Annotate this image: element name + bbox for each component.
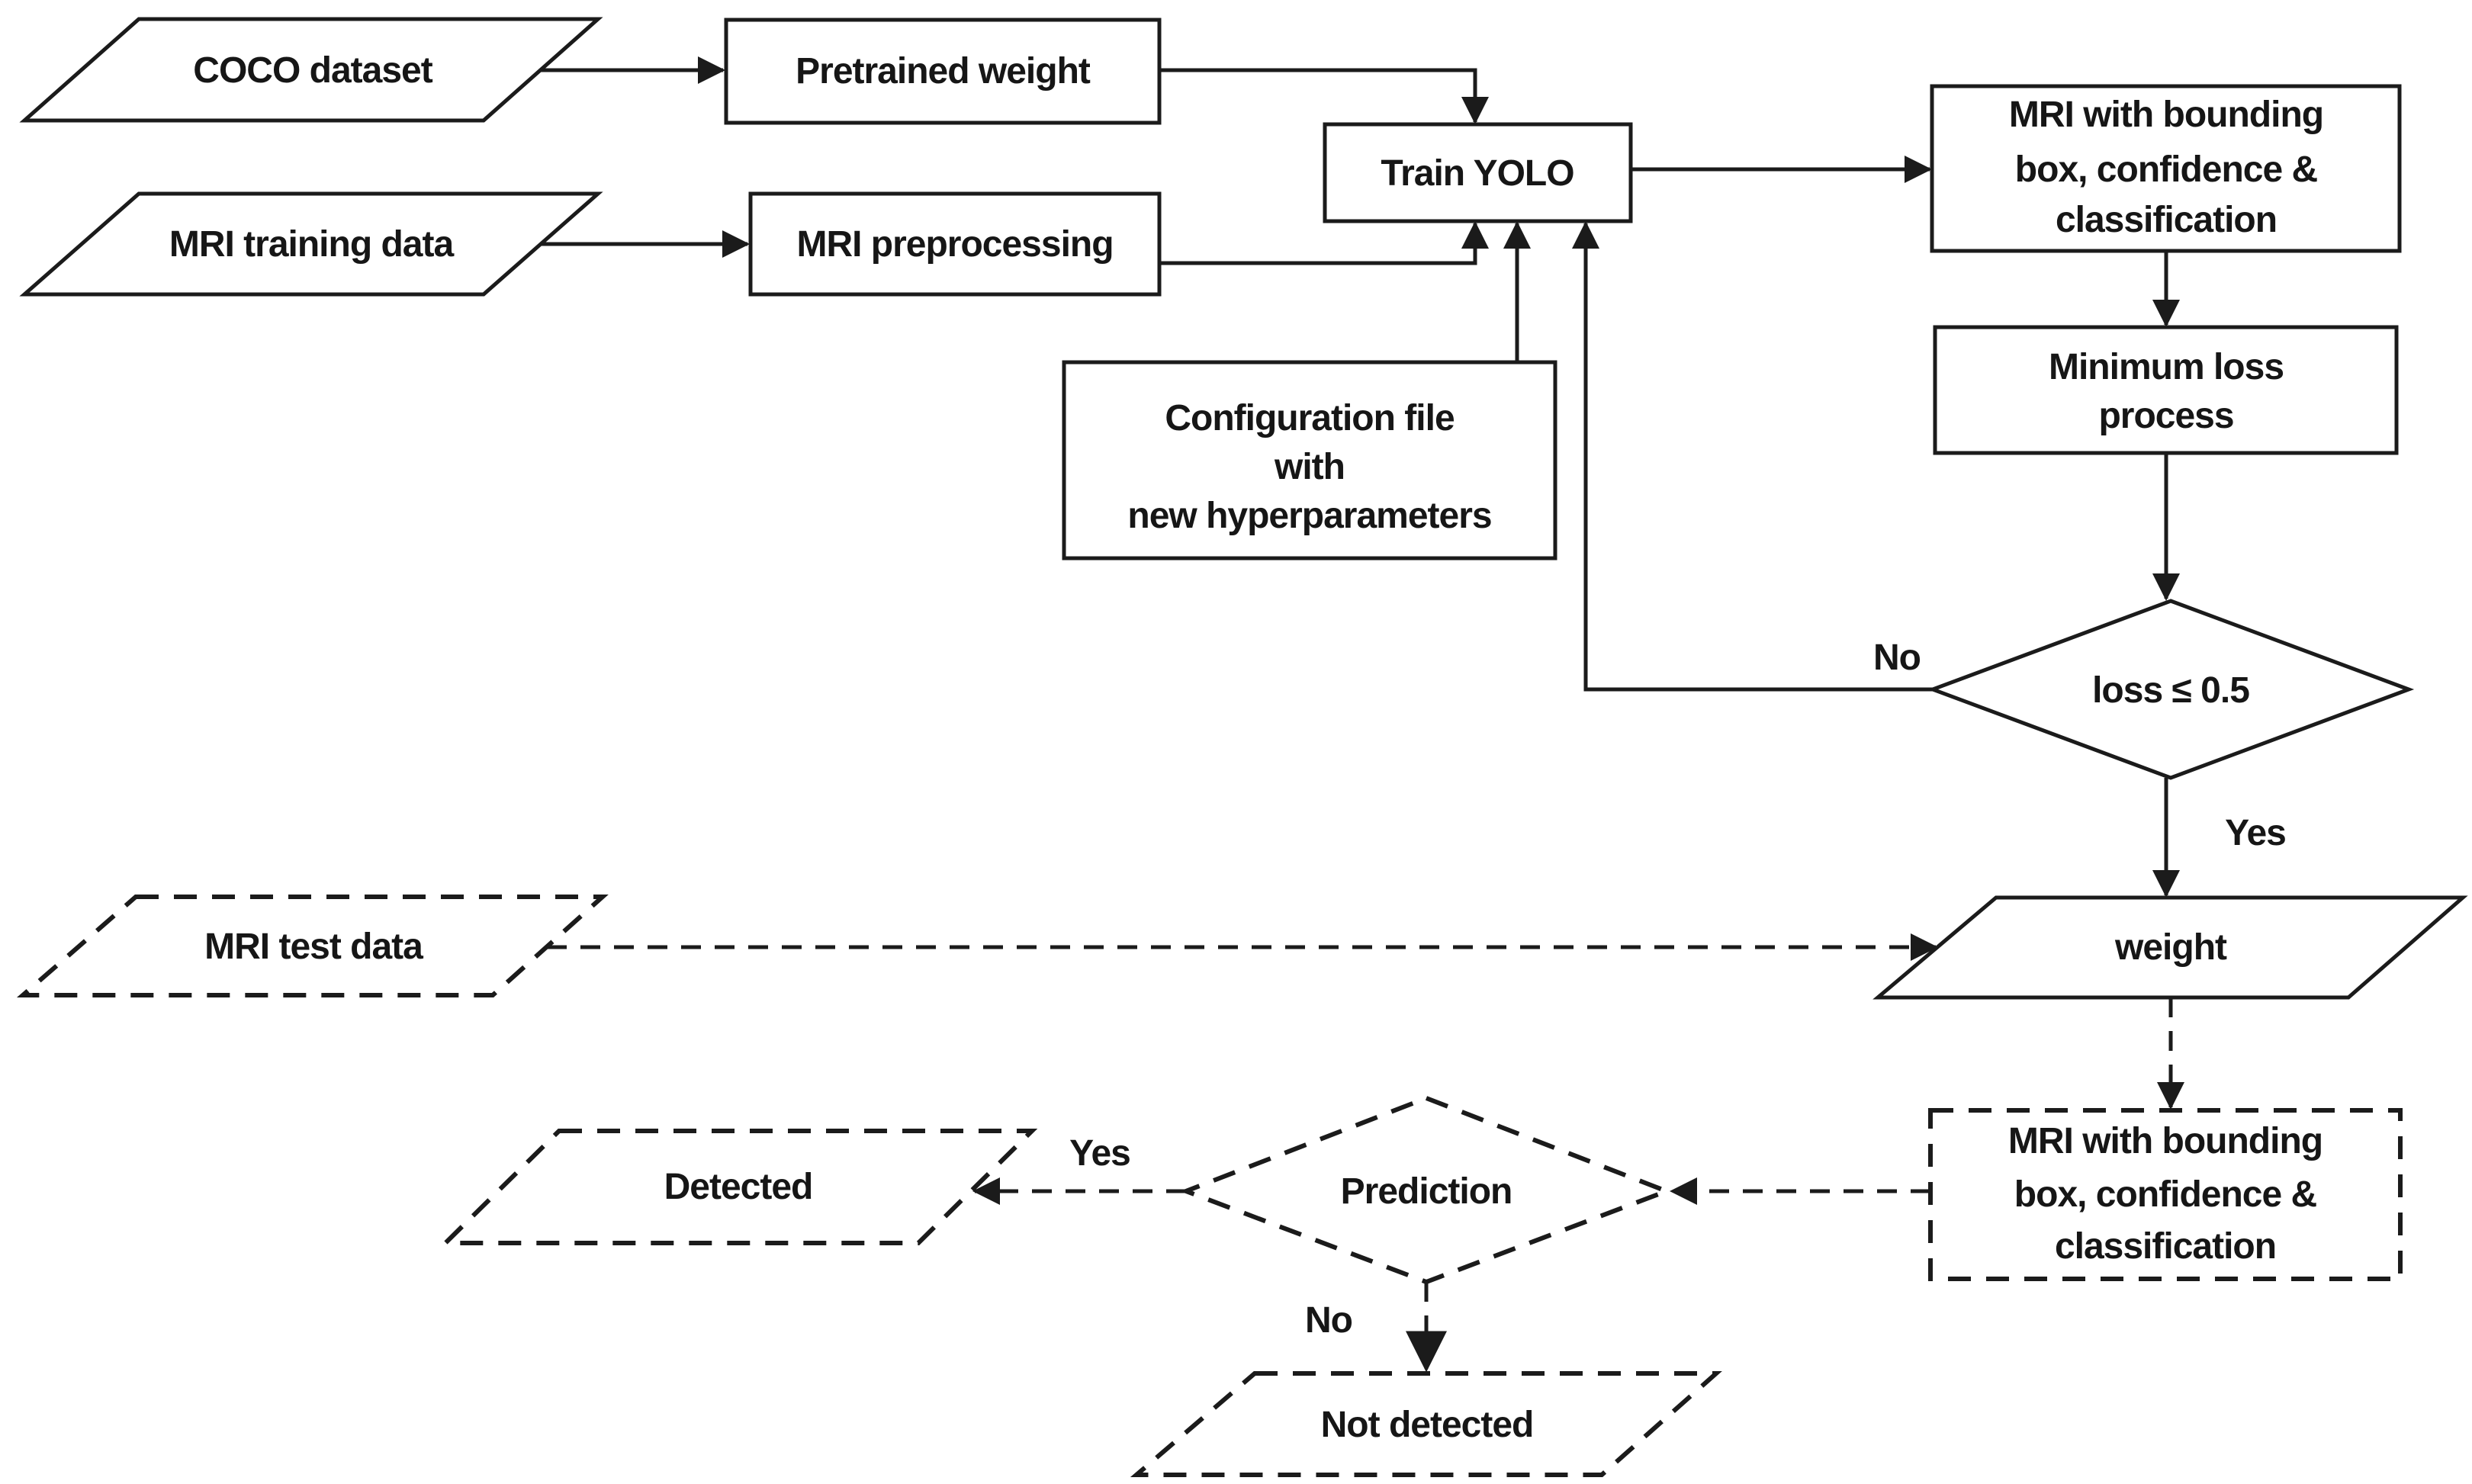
- edge-loss-no-loop-to-trainyolo: [1572, 221, 1933, 692]
- mri-training-data-label: MRI training data: [169, 224, 455, 265]
- mri-preprocessing-box: [748, 191, 1162, 297]
- pretrained-weight-label: Pretrained weight: [796, 51, 1091, 92]
- mri-test-data-label: MRI test data: [204, 927, 423, 967]
- edge-pretrained-to-trainyolo: [1159, 68, 1489, 124]
- loss-decision-label: loss ≤ 0.5: [2092, 670, 2249, 711]
- mri-output-training-box: [1930, 84, 2402, 253]
- detected-label: Detected: [664, 1167, 813, 1207]
- coco-dataset-parallelogram: [19, 17, 603, 123]
- mri-test-data-parallelogram: [16, 895, 609, 997]
- prediction-no-label: No: [1305, 1300, 1352, 1341]
- mri-output-testing-label-line3: classification: [2055, 1226, 2276, 1267]
- weight-label: weight: [2114, 927, 2227, 968]
- loss-decision-diamond: [1927, 599, 2415, 780]
- configuration-file-label-line1: Configuration file: [1165, 398, 1455, 438]
- not-detected-parallelogram: [1130, 1371, 1722, 1477]
- minimum-loss-box: [1933, 325, 2399, 455]
- minimum-loss-label-line2: process: [2098, 396, 2233, 436]
- loss-yes-label: Yes: [2225, 813, 2286, 853]
- mri-output-testing-label-line1: MRI with bounding: [2008, 1121, 2323, 1161]
- configuration-file-label-line2: with: [1274, 447, 1345, 487]
- mri-output-training-label-line1: MRI with bounding: [2009, 95, 2323, 135]
- weight-parallelogram: [1872, 895, 2468, 1000]
- prediction-yes-label: Yes: [1069, 1133, 1130, 1174]
- mri-output-testing-box: [1928, 1108, 2403, 1281]
- prediction-decision-diamond: [1179, 1095, 1673, 1285]
- train-yolo-label: Train YOLO: [1381, 153, 1574, 194]
- loss-no-label: No: [1873, 638, 1921, 678]
- train-yolo-box: [1323, 122, 1633, 223]
- mri-training-data-parallelogram: [19, 191, 603, 297]
- configuration-file-box: [1062, 360, 1557, 561]
- configuration-file-label-line3: new hyperparameters: [1127, 496, 1491, 536]
- mri-output-testing-label-line2: box, confidence &: [2014, 1174, 2317, 1215]
- detected-parallelogram: [439, 1129, 1038, 1245]
- coco-dataset-label: COCO dataset: [193, 50, 432, 91]
- not-detected-label: Not detected: [1321, 1405, 1534, 1445]
- minimum-loss-label-line1: Minimum loss: [2049, 347, 2284, 387]
- mri-preprocessing-label: MRI preprocessing: [796, 224, 1113, 265]
- edge-preprocessing-to-trainyolo: [1159, 221, 1489, 265]
- pretrained-weight-box: [724, 18, 1162, 125]
- prediction-decision-label: Prediction: [1341, 1171, 1512, 1212]
- mri-output-training-label-line2: box, confidence &: [2015, 149, 2318, 190]
- mri-output-training-label-line3: classification: [2056, 200, 2277, 240]
